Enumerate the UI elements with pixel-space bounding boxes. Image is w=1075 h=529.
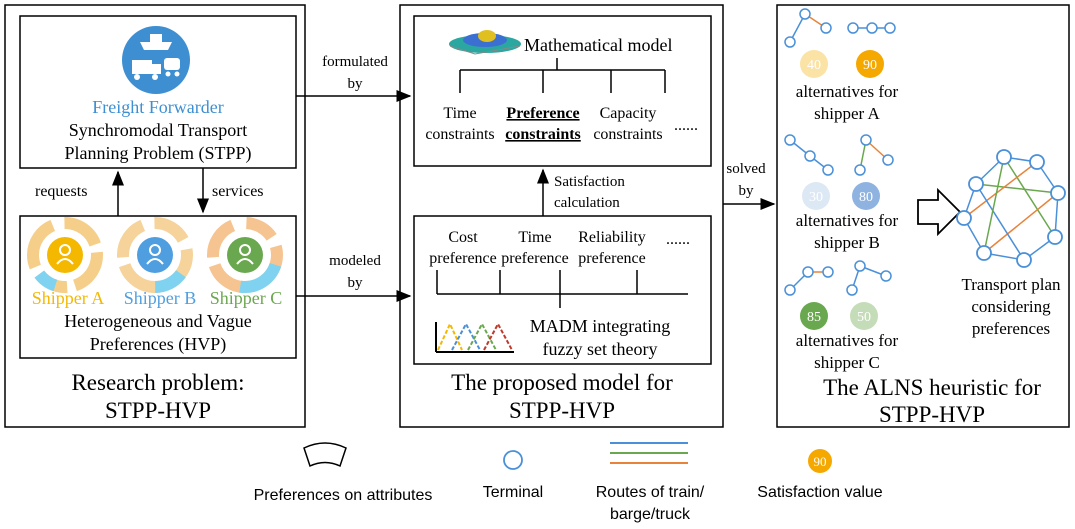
transport-plan-line1: Transport plan [961, 275, 1061, 294]
badge-b2-value: 80 [859, 190, 873, 205]
shipper-b-label: Shipper B [124, 288, 197, 308]
cost-preference-line2: preference [429, 250, 497, 267]
route-graph-b1 [784, 134, 834, 176]
right-panel [776, 4, 1070, 428]
route-graph-c2 [846, 260, 892, 296]
satisfaction-badge-icon [808, 449, 832, 473]
badge-c2-value: 50 [857, 310, 871, 325]
freight-forwarder-icon [122, 26, 190, 94]
shipper-a-icon [27, 217, 103, 293]
requests-label: requests [35, 183, 87, 200]
reliability-preference-line2: preference [578, 250, 646, 267]
modeled-by-label: by [348, 275, 364, 291]
madm-box [413, 215, 712, 365]
madm-title-line2: fuzzy set theory [543, 339, 658, 359]
right-caption-line1: The ALNS heuristic for [823, 375, 1041, 400]
alternatives-b-line2: shipper B [814, 233, 880, 252]
math-model-box [413, 15, 712, 167]
freight-forwarder-label: Freight Forwarder [92, 97, 223, 117]
stpp-box [19, 15, 297, 169]
mid-caption-line2: STPP-HVP [509, 398, 615, 423]
fuzzy-set-icon [435, 321, 514, 353]
alternatives-c-line2: shipper C [814, 353, 880, 372]
badge-a1-circle [800, 50, 828, 78]
transport-plan-line2: considering [971, 297, 1051, 316]
alternatives-a-line2: shipper A [814, 104, 880, 123]
badge-c1-value: 85 [807, 310, 821, 325]
left-panel [4, 4, 306, 428]
preference-segment-icon [303, 442, 347, 468]
time-constraints-line1: Time [443, 105, 476, 122]
shipper-c-label: Shipper C [210, 288, 283, 308]
badge-a2-circle [856, 50, 884, 78]
transport-plan-line3: preferences [972, 319, 1050, 338]
legend-routes-line1: Routes of train/ [596, 484, 705, 501]
shipper-b-icon [117, 217, 193, 293]
mid-caption-line1: The proposed model for [451, 370, 673, 395]
route-graph-a2 [847, 22, 896, 34]
route-graph-b2 [854, 134, 894, 176]
solved-label: solved [726, 161, 766, 177]
hollow-arrow-icon [917, 187, 962, 237]
preferences-ellipsis: ...... [666, 231, 690, 248]
madm-title-line1: MADM integrating [530, 316, 670, 336]
stpp-title-line2: Planning Problem (STPP) [64, 143, 251, 164]
capacity-constraints-line1: Capacity [600, 105, 657, 122]
formulated-label: formulated [322, 54, 388, 70]
satisfaction-label-line2: calculation [554, 195, 620, 211]
legend-terminal-label: Terminal [483, 484, 543, 501]
route-graph-c1 [784, 266, 834, 296]
reliability-preference-line1: Reliability [578, 229, 646, 246]
badge-c1-circle [800, 302, 828, 330]
formulated-by-label: by [348, 76, 364, 92]
capacity-constraints-line2: constraints [593, 126, 662, 143]
solved-by-label: by [739, 183, 755, 199]
badge-b1-circle [802, 182, 830, 210]
hvp-box [19, 215, 297, 359]
alternatives-b-line1: alternatives for [796, 211, 899, 230]
route-graph-a1 [784, 8, 832, 48]
time-preference-line2: preference [501, 250, 569, 267]
services-label: services [212, 183, 264, 200]
terminal-icon [503, 450, 523, 470]
surface-plot-icon [449, 30, 521, 55]
left-caption-line2: STPP-HVP [105, 398, 211, 423]
shipper-a-label: Shipper A [32, 288, 105, 308]
math-model-title: Mathematical model [524, 35, 672, 55]
hvp-title-line1: Heterogeneous and Vague [64, 311, 252, 331]
cost-preference-line1: Cost [448, 229, 478, 246]
badge-a1-value: 40 [807, 58, 821, 73]
alternatives-a-line1: alternatives for [796, 82, 899, 101]
right-caption-line2: STPP-HVP [879, 402, 985, 427]
alternatives-c-line1: alternatives for [796, 331, 899, 350]
satisfaction-label-line1: Satisfaction [554, 174, 625, 190]
preference-constraints-line1: Preference [506, 105, 579, 122]
badge-c2-circle [850, 302, 878, 330]
shipper-c-icon [207, 217, 283, 293]
transport-plan-network [956, 149, 1066, 268]
time-preference-line1: Time [518, 229, 551, 246]
preference-constraints-line2: constraints [505, 126, 581, 143]
badge-a2-value: 90 [863, 58, 877, 73]
badge-b1-value: 30 [809, 190, 823, 205]
hvp-title-line2: Preferences (HVP) [90, 334, 226, 355]
legend-satisfaction-label: Satisfaction value [757, 484, 883, 501]
time-constraints-line2: constraints [425, 126, 494, 143]
legend-preferences-label: Preferences on attributes [254, 487, 433, 504]
legend-routes-line2: barge/truck [610, 506, 691, 523]
stpp-title-line1: Synchromodal Transport [69, 120, 248, 140]
badge-b2-circle [852, 182, 880, 210]
constraints-ellipsis: ...... [674, 117, 698, 134]
left-caption-line1: Research problem: [71, 370, 244, 395]
modeled-label: modeled [329, 253, 381, 269]
mid-panel [399, 4, 724, 428]
legend-badge-value: 90 [814, 454, 827, 469]
